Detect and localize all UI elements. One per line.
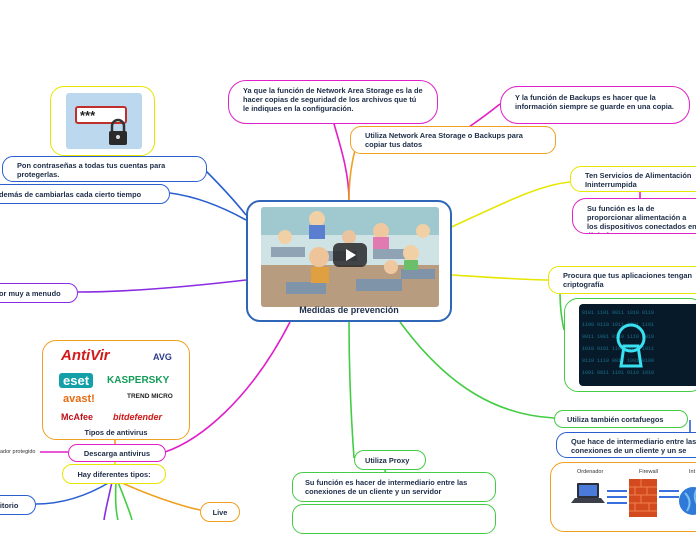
- node-ups-services-text: Ten Servicios de Alimentación Ininterrum…: [585, 171, 692, 189]
- node-network-image[interactable]: Ordenador Firewall Int: [550, 462, 696, 532]
- node-update[interactable]: or muy a menudo: [0, 283, 78, 303]
- node-download-antivirus[interactable]: Descarga antivirus: [68, 444, 166, 462]
- logo-bitdefender: bitdefender: [113, 412, 163, 422]
- node-backup-role[interactable]: Y la función de Backups es hacer que la …: [500, 86, 690, 124]
- node-download-antivirus-text: Descarga antivirus: [83, 449, 151, 458]
- link-ups: [444, 181, 571, 231]
- node-live[interactable]: Live: [200, 502, 240, 522]
- logo-eset: eset: [59, 373, 94, 388]
- node-firewall-role-text: Que hace de intermediario entre las cone…: [571, 437, 696, 455]
- keyhole-icon: 0101 1101 0011 1010 0110 1100 0110 1011 …: [579, 304, 696, 386]
- logo-avg: AVG: [153, 352, 172, 362]
- svg-text:1010 0101 1100 0011 1011: 1010 0101 1100 0011 1011: [582, 346, 654, 352]
- logo-mcafee: McAfee: [61, 412, 94, 422]
- node-protected-fragment[interactable]: ador protegido: [0, 449, 36, 455]
- classroom-video-thumbnail[interactable]: [261, 207, 439, 307]
- svg-text:0110 1110 0010 1001 0100: 0110 1110 0010 1001 0100: [582, 358, 654, 364]
- node-types-text: Hay diferentes tipos:: [77, 470, 151, 479]
- network-label-internet: Int: [689, 469, 696, 475]
- svg-text:1100 0110 1011 0001 1101: 1100 0110 1011 0001 1101: [582, 322, 654, 328]
- node-nas-role[interactable]: Ya que la función de Network Area Storag…: [228, 80, 438, 124]
- node-proxy[interactable]: Utiliza Proxy: [354, 450, 426, 470]
- link-live: [119, 481, 201, 511]
- network-label-firewall: Firewall: [639, 469, 658, 475]
- node-use-nas-text: Utiliza Network Area Storage o Backups p…: [365, 131, 523, 149]
- node-password-image[interactable]: ***: [50, 86, 155, 156]
- link-proxy: [348, 321, 355, 459]
- link-sub3: [114, 481, 119, 520]
- node-firewall[interactable]: Utiliza también cortafuegos: [554, 410, 688, 428]
- logo-antivir: AntiVir: [61, 347, 110, 364]
- lock-icon: ***: [66, 93, 142, 149]
- svg-text:1001 0011 1101 0110 1010: 1001 0011 1101 0110 1010: [582, 370, 654, 376]
- node-backup-role-text: Y la función de Backups es hacer que la …: [515, 93, 674, 111]
- node-ups-role[interactable]: Su función es la de proporcionar aliment…: [572, 198, 696, 234]
- node-desktop[interactable]: ritorio: [0, 495, 36, 515]
- node-crypto-text: Procura que tus aplicaciones tengan crip…: [563, 271, 692, 289]
- node-proxy-role[interactable]: Su función es hacer de intermediario ent…: [292, 472, 496, 502]
- link-desktop: [35, 481, 111, 505]
- link-change: [169, 192, 247, 221]
- node-antivirus-image[interactable]: AntiVir AVG eset KASPERSKY avast! TREND …: [42, 340, 190, 440]
- node-nas-role-text: Ya que la función de Network Area Storag…: [243, 86, 423, 113]
- node-proxy-text: Utiliza Proxy: [365, 456, 410, 465]
- node-use-nas[interactable]: Utiliza Network Area Storage o Backups p…: [350, 126, 556, 154]
- node-crypto-image[interactable]: 0101 1101 0011 1010 0110 1100 0110 1011 …: [564, 298, 696, 392]
- node-firewall-text: Utiliza también cortafuegos: [567, 415, 664, 424]
- node-types[interactable]: Hay diferentes tipos:: [62, 464, 166, 484]
- firewall-diagram-icon: [571, 479, 696, 517]
- classroom-illustration: [261, 207, 439, 307]
- link-antivirus: [164, 321, 291, 453]
- central-topic-title: Medidas de prevención: [299, 305, 399, 315]
- node-change-passwords-text: demás de cambiarlas cada cierto tiempo: [0, 190, 142, 199]
- link-firewall: [399, 321, 555, 419]
- svg-text:0101 1101 0011 1010 0110: 0101 1101 0011 1010 0110: [582, 310, 654, 316]
- node-proxy-extra[interactable]: [292, 504, 496, 534]
- antivirus-types-label: Tipos de antivirus: [84, 428, 148, 437]
- link-update: [77, 279, 247, 293]
- logo-kaspersky: KASPERSKY: [107, 375, 170, 386]
- link-sub2: [117, 481, 133, 520]
- node-desktop-text: ritorio: [0, 501, 19, 510]
- node-proxy-role-text: Su función es hacer de intermediario ent…: [305, 478, 468, 496]
- link-crypto: [451, 274, 549, 281]
- logo-trend-micro: TREND MICRO: [127, 393, 173, 400]
- central-topic[interactable]: Medidas de prevención: [246, 200, 452, 322]
- node-crypto[interactable]: Procura que tus aplicaciones tengan crip…: [548, 266, 696, 294]
- logo-avast: avast!: [63, 393, 95, 405]
- link-sub1: [103, 481, 113, 520]
- link-passwords: [204, 169, 247, 216]
- network-label-computer: Ordenador: [577, 469, 604, 475]
- node-update-text: or muy a menudo: [0, 289, 61, 298]
- node-passwords-text: Pon contraseñas a todas tus cuentas para…: [17, 161, 166, 179]
- mind-map-connectors: [35, 103, 691, 520]
- password-mask: ***: [80, 108, 96, 123]
- node-ups-services[interactable]: Ten Servicios de Alimentación Ininterrum…: [570, 166, 696, 192]
- node-ups-role-text: Su función es la de proporcionar aliment…: [587, 204, 696, 233]
- node-passwords[interactable]: Pon contraseñas a todas tus cuentas para…: [2, 156, 207, 182]
- link-crypto-img: [559, 289, 565, 331]
- play-icon[interactable]: [333, 243, 367, 267]
- node-firewall-role[interactable]: Que hace de intermediario entre las cone…: [556, 432, 696, 458]
- node-change-passwords[interactable]: demás de cambiarlas cada cierto tiempo: [0, 184, 170, 204]
- node-live-text: Live: [212, 508, 228, 517]
